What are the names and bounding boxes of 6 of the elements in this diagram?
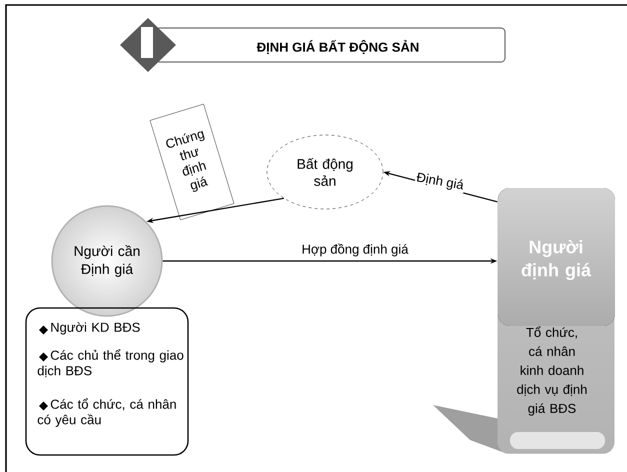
circle-node: Người cần Định giá bbox=[51, 205, 163, 317]
node-label: Tổ chức, cá nhân kinh doanh dịch vụ định giá BĐS bbox=[517, 326, 587, 416]
bullet-list-box: Người KD BĐS Các chủ thể trong giao dịch BĐS Các tổ chức, cá nhân có yêu cầu bbox=[25, 307, 189, 456]
edge-label: Định giá bbox=[414, 170, 466, 194]
rounded-panel: Người định giá Tổ chức, cá nhân kinh doanh dịch vụ định giá BĐS bbox=[498, 188, 615, 449]
edge-label: Hợp đồng định giá bbox=[300, 242, 410, 258]
